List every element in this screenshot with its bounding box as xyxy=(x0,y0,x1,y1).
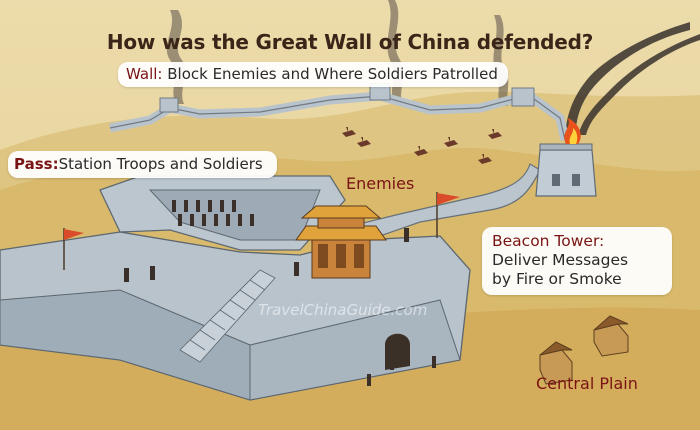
pagoda-gate-icon xyxy=(295,205,387,279)
enemies-label: Enemies xyxy=(346,174,415,193)
watermark: TravelChinaGuide.com xyxy=(258,301,428,319)
central-plain-label: Central Plain xyxy=(536,374,638,393)
house-icon xyxy=(539,341,573,385)
fire-icon xyxy=(564,118,581,144)
smoke-plume-icon xyxy=(566,22,700,135)
pass-callout: Pass:Station Troops and Soldiers xyxy=(8,151,277,178)
house-icon xyxy=(593,315,629,357)
flag-icon xyxy=(63,228,84,270)
watch-tower xyxy=(159,97,179,113)
watch-tower xyxy=(511,87,535,107)
soldier-icon xyxy=(124,200,436,386)
beacon-tower xyxy=(535,143,597,197)
wall-callout-text: Block Enemies and Where Soldiers Patroll… xyxy=(167,65,498,83)
beacon-callout-text: Deliver Messages by Fire or Smoke xyxy=(492,251,629,288)
gate-arch xyxy=(385,333,410,370)
beacon-tower-callout: Beacon Tower: Deliver Messages by Fire o… xyxy=(482,227,672,295)
stone-stairs xyxy=(179,269,276,363)
wall-callout-label: Wall: xyxy=(126,65,163,83)
pass-callout-label: Pass: xyxy=(14,155,59,173)
beacon-callout-label: Beacon Tower: xyxy=(492,232,605,250)
pass-callout-text: Station Troops and Soldiers xyxy=(58,155,263,173)
flag-icon xyxy=(436,192,460,238)
horse-rider-icon xyxy=(342,127,502,164)
wall-callout: Wall: Block Enemies and Where Soldiers P… xyxy=(118,62,508,87)
page-title: How was the Great Wall of China defended… xyxy=(106,30,594,54)
